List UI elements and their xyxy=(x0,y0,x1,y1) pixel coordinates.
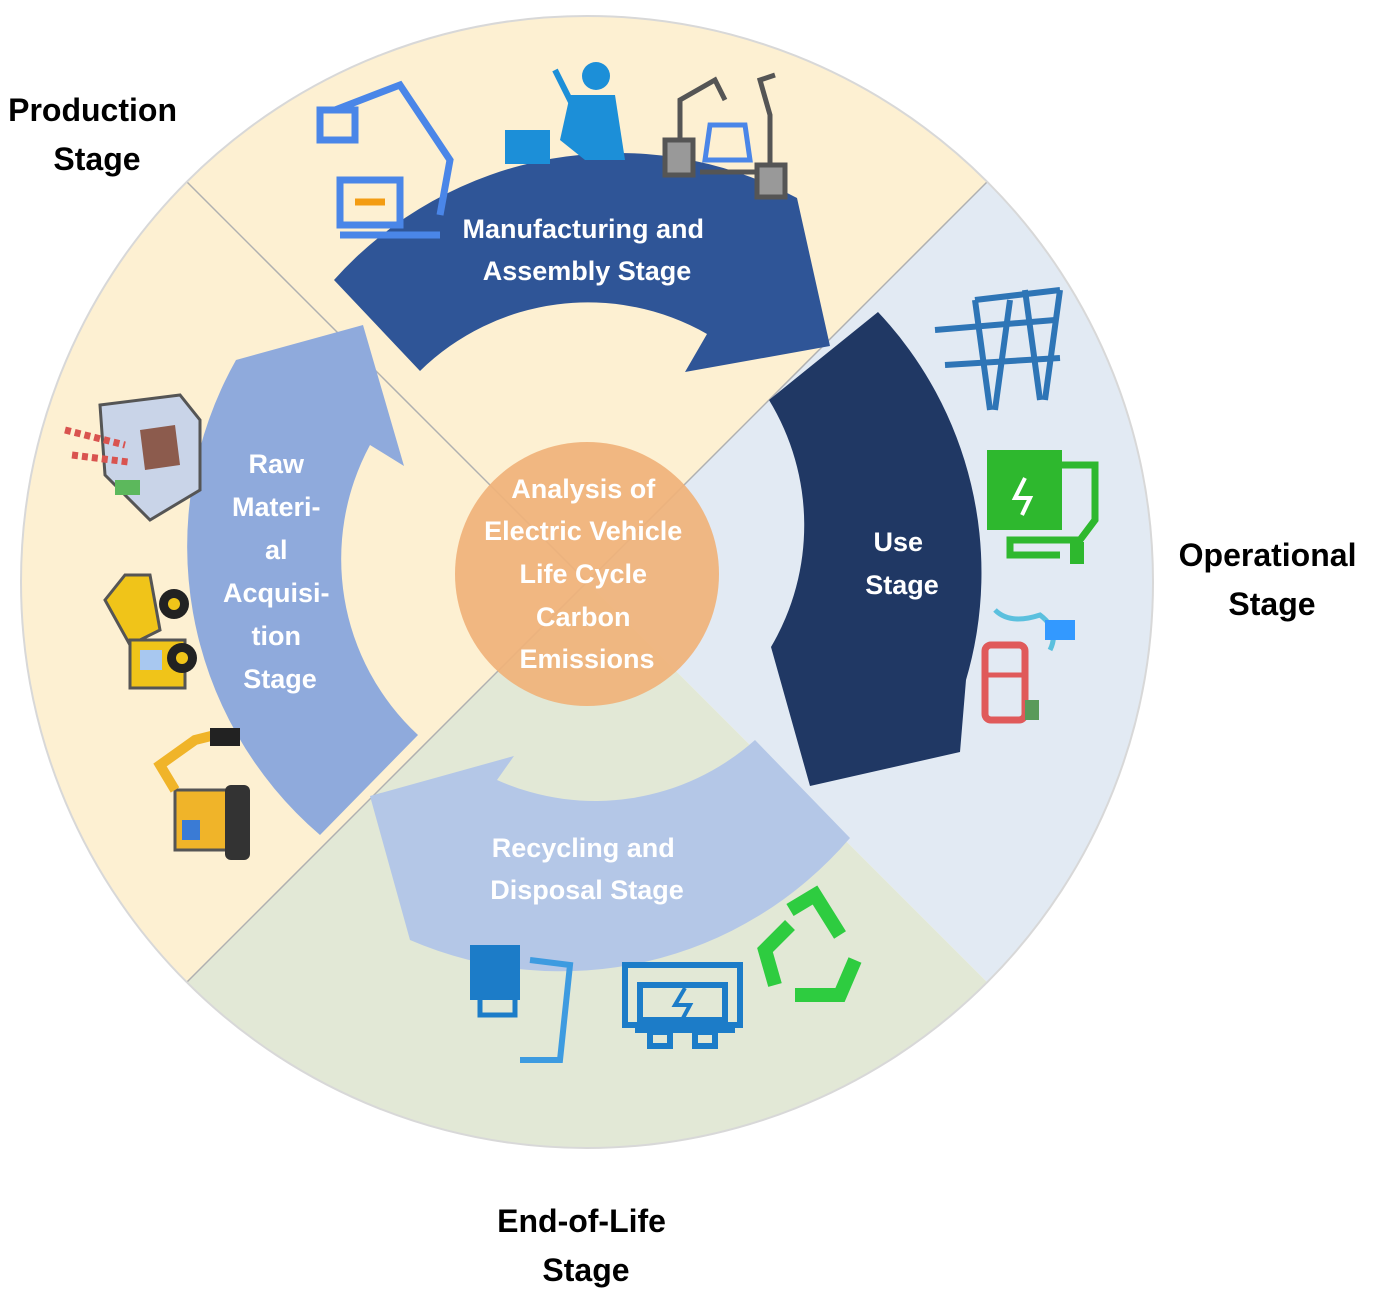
svg-text:Raw Materi- al Acq: Raw Materi- al Acquisi- tion Stage xyxy=(223,449,337,694)
operational-label-line2: Stage xyxy=(1228,586,1315,622)
power-tower-icon xyxy=(934,287,1063,411)
battery-pack-icon xyxy=(470,945,574,1063)
welder-icon xyxy=(505,62,625,164)
electric-car-icon xyxy=(981,608,1075,724)
svg-text:Production Stage: Production Stage xyxy=(8,92,186,177)
assembly-robots-icon xyxy=(662,72,788,200)
svg-text:End-of-Life Stage: End-of-Life Stage xyxy=(497,1203,675,1288)
mining-facility-icon xyxy=(64,393,202,522)
end-of-life-label-line1: End-of-Life xyxy=(497,1203,666,1239)
manufacturing-label-line2: Assembly Stage xyxy=(483,256,692,286)
raw-material-label-line4: Acquisi- xyxy=(223,578,330,608)
recycle-icon xyxy=(757,885,862,1002)
use-label-line2: Stage xyxy=(865,570,939,600)
production-label-line1: Production xyxy=(8,92,177,128)
svg-text:Operational Stage: Operational Stage xyxy=(1179,537,1366,622)
dump-truck-icon xyxy=(103,573,197,690)
raw-material-label-line5: tion xyxy=(252,621,301,651)
raw-material-arrow xyxy=(187,325,418,835)
svg-text:Use Stage: Use Stage xyxy=(865,527,939,600)
center-label-line3: Life Cycle xyxy=(519,559,647,589)
manufacturing-arrow xyxy=(334,152,830,372)
end-of-life-label-line2: Stage xyxy=(542,1252,629,1288)
production-label-line2: Stage xyxy=(53,141,140,177)
excavator-icon xyxy=(153,728,250,860)
operational-label-line1: Operational xyxy=(1179,537,1357,573)
use-label-line1: Use xyxy=(873,527,923,557)
recycling-label-line2: Disposal Stage xyxy=(490,875,684,905)
center-label-line4: Carbon xyxy=(536,602,631,632)
center-label-line2: Electric Vehicle xyxy=(484,516,682,546)
use-arrow xyxy=(769,312,982,786)
center-label-line1: Analysis of xyxy=(511,474,656,504)
outer-ring xyxy=(20,15,1154,1149)
battery-charge-icon xyxy=(622,962,743,1049)
svg-text:Analysis of Electric Vehic: Analysis of Electric Vehicle Life Cycle … xyxy=(484,474,690,674)
raw-material-label-line2: Materi- xyxy=(232,492,321,522)
robotic-arm-icon xyxy=(316,80,454,239)
manufacturing-label-line1: Manufacturing and xyxy=(462,214,704,244)
center-circle xyxy=(455,442,719,706)
raw-material-label-line6: Stage xyxy=(243,664,317,694)
center-label-line5: Emissions xyxy=(519,644,654,674)
charging-station-icon xyxy=(987,450,1099,564)
svg-text:Recycling and Disposal Sta: Recycling and Disposal Stage xyxy=(490,833,684,905)
recycling-label-line1: Recycling and xyxy=(492,833,675,863)
recycling-arrow xyxy=(370,740,850,972)
svg-text:Manufacturing and Assembly: Manufacturing and Assembly Stage xyxy=(462,214,711,286)
raw-material-label-line1: Raw xyxy=(248,449,305,479)
raw-material-label-line3: al xyxy=(265,535,288,565)
